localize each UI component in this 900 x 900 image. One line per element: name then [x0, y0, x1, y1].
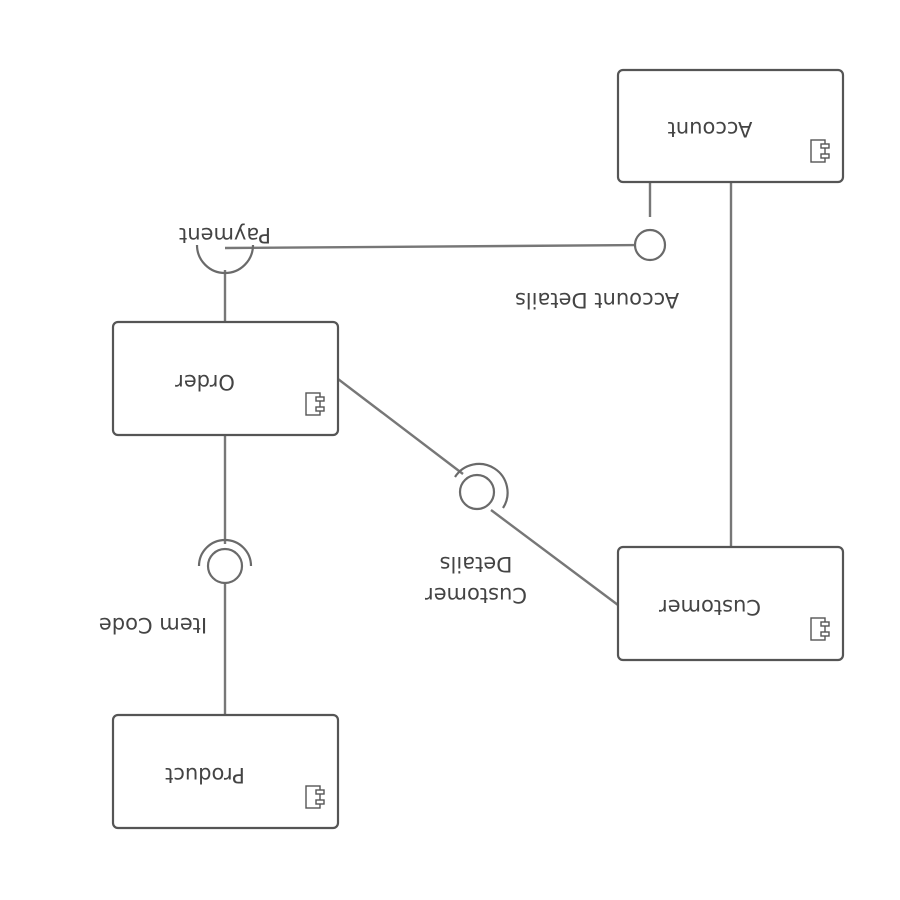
account-details-label: Account Details [515, 288, 679, 312]
component-icon [810, 139, 830, 163]
account-details-interface-ball [633, 228, 667, 262]
customer-details-label-line2: Details [440, 552, 513, 576]
customer-details-to-customer-connector [490, 509, 619, 606]
customer-component[interactable] [616, 545, 845, 662]
customer-label: Customer [659, 595, 761, 619]
customer-details-interface-socket [454, 462, 509, 509]
account-component[interactable] [616, 68, 845, 184]
order-component[interactable] [111, 320, 340, 437]
order-label: Order [175, 370, 235, 394]
component-icon [305, 785, 325, 809]
payment-interface-socket [195, 244, 255, 275]
product-component[interactable] [111, 713, 340, 830]
account-details-to-payment-connector [224, 243, 651, 250]
item-code-label: Item Code [99, 613, 207, 637]
customer-details-interface-ball [458, 473, 496, 511]
payment-label: Payment [179, 223, 271, 247]
item-code-interface-socket [197, 538, 253, 567]
account-label: Account [668, 117, 753, 141]
customer-details-label-line1: Customer [425, 583, 527, 607]
component-icon [305, 392, 325, 416]
order-to-customer-details-connector [337, 378, 464, 475]
product-label: Product [165, 763, 245, 787]
item-code-interface-ball [206, 547, 244, 585]
component-icon [810, 617, 830, 641]
